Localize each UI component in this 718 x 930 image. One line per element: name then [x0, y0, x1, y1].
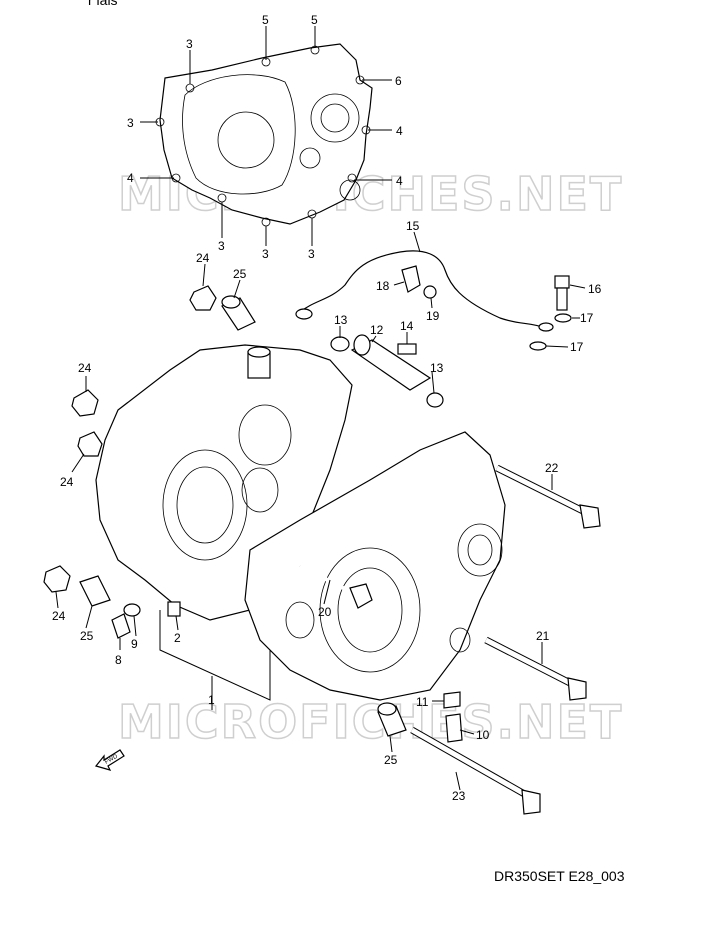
watermark-bottom: MICROFICHES.NET: [118, 695, 623, 749]
nut-24-top: [189, 285, 217, 311]
callout-21: 21: [536, 629, 550, 643]
callout-9: 9: [131, 637, 138, 651]
callout-23: 23: [452, 789, 466, 803]
callout-13b: 13: [430, 361, 444, 375]
callout-4a: 4: [396, 124, 403, 138]
callout-17b: 17: [570, 340, 584, 354]
callout-25a: 25: [233, 267, 247, 281]
oil-pipe: [295, 250, 554, 332]
dowel-pin-2: [167, 601, 181, 617]
callout-19: 19: [426, 309, 440, 323]
callout-25b: 25: [80, 629, 94, 643]
bolt-16: [554, 275, 570, 311]
callout-20: 20: [318, 605, 332, 619]
callout-22: 22: [545, 461, 559, 475]
callout-25c: 25: [384, 753, 398, 767]
leader-lines: [55, 26, 586, 791]
callout-16: 16: [588, 282, 602, 296]
washer-17b: [529, 341, 547, 351]
callout-14: 14: [400, 319, 414, 333]
drain-plug-8: [111, 613, 131, 639]
callout-11: 11: [416, 695, 429, 709]
callout-4b: 4: [127, 171, 134, 185]
header-fragment: r ials: [88, 0, 118, 8]
callout-3a: 3: [186, 37, 193, 51]
bolt-23: [410, 726, 541, 815]
callout-3d: 3: [262, 247, 269, 261]
callout-24b: 24: [78, 361, 92, 375]
callout-1: 1: [208, 693, 215, 707]
gasket-9: [123, 603, 141, 617]
bolt-21: [484, 636, 587, 701]
callout-3e: 3: [308, 247, 315, 261]
callout-6: 6: [395, 74, 402, 88]
plug-10: [445, 713, 463, 743]
bolt-20: [299, 564, 373, 609]
nut-24-left-c: [43, 565, 71, 593]
callout-4c: 4: [396, 174, 403, 188]
callout-3b: 3: [127, 116, 134, 130]
callout-24d: 24: [52, 609, 66, 623]
crankcase-right-half: [244, 431, 506, 701]
drawing-reference: DR350SET E28_003: [494, 868, 625, 884]
nut-24-left-a: [71, 389, 99, 417]
o-ring-13a: [330, 336, 350, 352]
bolt-14: [397, 343, 417, 355]
callouts: 5 5 3 3 6 3 4 4 4 3 3 3 15 24 25 18 19 1…: [52, 13, 602, 803]
callout-24c: 24: [60, 475, 74, 489]
callout-2: 2: [174, 631, 181, 645]
bushing-25-top: [221, 295, 256, 331]
gasket-19: [423, 285, 437, 299]
fwd-arrow-icon: FWD: [94, 749, 125, 771]
washer-11: [443, 691, 461, 709]
callout-5b: 5: [311, 13, 318, 27]
callout-15: 15: [406, 219, 420, 233]
bushing-25-bottom: [377, 702, 407, 737]
callout-18: 18: [376, 279, 390, 293]
callout-10: 10: [476, 728, 490, 742]
o-ring-13b: [426, 392, 444, 408]
pipe-12: [350, 334, 432, 391]
washer-17a: [554, 313, 572, 323]
callout-5a: 5: [262, 13, 269, 27]
callout-12: 12: [370, 323, 384, 337]
callout-8: 8: [115, 653, 122, 667]
callout-13a: 13: [334, 313, 348, 327]
callout-3c: 3: [218, 239, 225, 253]
callout-24a: 24: [196, 251, 210, 265]
nut-24-left-b: [77, 431, 103, 457]
bolt-22: [495, 464, 601, 529]
bushing-25-left: [79, 575, 111, 607]
union-bolt-18: [401, 265, 421, 293]
callout-17a: 17: [580, 311, 594, 325]
